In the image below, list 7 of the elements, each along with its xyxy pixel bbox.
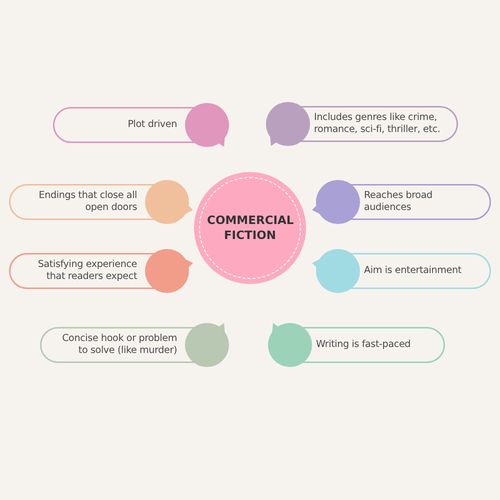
point-text: Reaches broad audiences [364,190,434,214]
center-title: COMMERCIAL FICTION [207,213,293,243]
point-text: Includes genres like crime, romance, sci-fi, thriller, etc. [314,112,442,136]
point-text: Plot driven [128,118,177,132]
point-text: Writing is fast-paced [316,338,411,352]
point-text: Concise hook or problem to solve (like murder) [61,332,177,358]
point-text: Aim is entertainment [364,264,462,278]
